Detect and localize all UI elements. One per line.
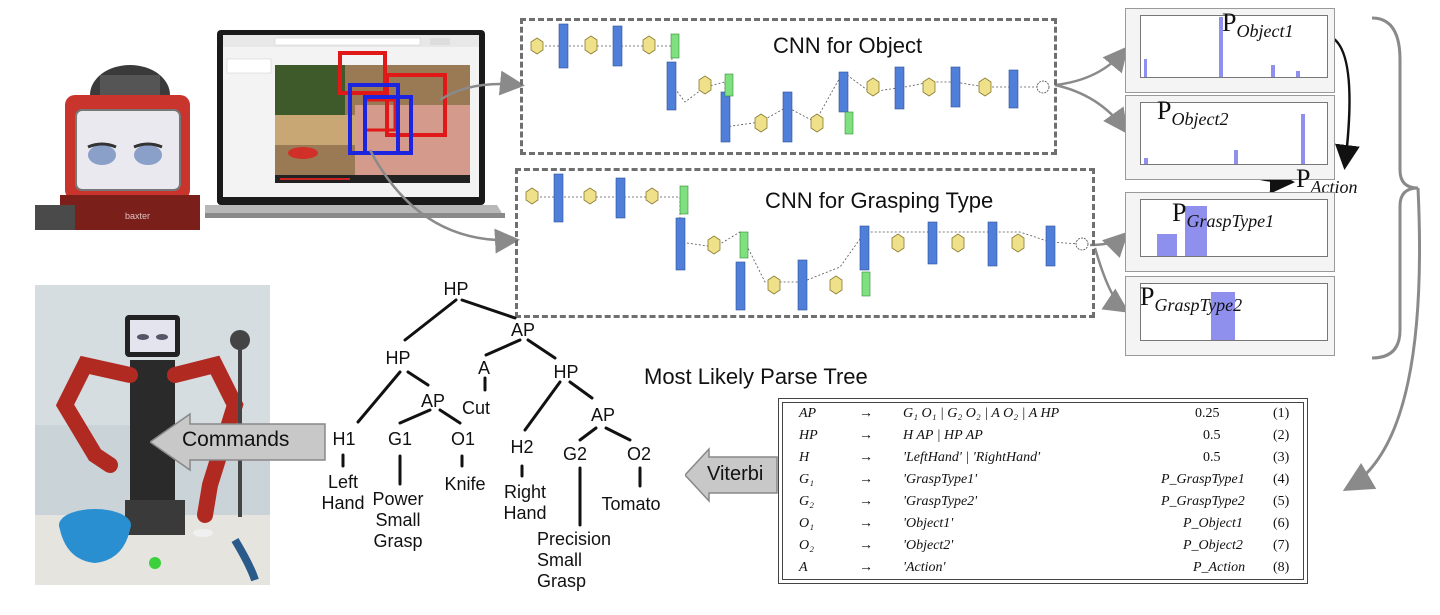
grammar-arrow: → (859, 472, 873, 487)
grammar-rhs: 'GraspType1' (903, 472, 978, 487)
tree-node-hp-root: HP (443, 279, 469, 299)
prob-label-object2: PObject2 (1157, 96, 1229, 130)
prob-panel-grasptype2 (1125, 276, 1335, 356)
grammar-rhs: 'GraspType2' (903, 494, 978, 509)
prob-label-grasptype2: PGraspType2 (1140, 282, 1243, 316)
grammar-rhs: H AP | HP AP (903, 428, 983, 443)
grammar-rhs: 'LeftHand' | 'RightHand' (903, 450, 1041, 465)
prob-panel-object1 (1125, 8, 1335, 93)
grammar-row: G₁ → 'GraspType1' P_GraspType1 (4) (783, 469, 1303, 491)
grammar-lhs: O₁ (799, 516, 814, 531)
tree-leaf-precision-small-grasp: Precision Small Grasp (537, 529, 612, 591)
grammar-rhs: G₁ O₁ | G₂ O₂ | A O₂ | A HP (903, 406, 1060, 421)
tree-node-ap-left: AP (420, 391, 445, 411)
tree-leaf-right-hand: Right Hand (503, 482, 547, 523)
prob-label-object1: PObject1 (1222, 8, 1294, 42)
cnn-grasp-graph (525, 173, 1089, 311)
commands-label: Commands (182, 428, 290, 451)
prob-panel-grasptype1 (1125, 192, 1335, 272)
grammar-arrow: → (859, 450, 873, 465)
tree-node-o2: O2 (626, 444, 651, 464)
grammar-eq-num: (8) (1273, 560, 1290, 575)
grammar-lhs: AP (799, 406, 817, 421)
tree-leaf-tomato: Tomato (601, 494, 661, 514)
grammar-prob: P_GraspType2 (1161, 494, 1245, 509)
grammar-arrow: → (859, 406, 873, 421)
tree-node-g1: G1 (387, 429, 412, 449)
viterbi-arrow (685, 447, 778, 503)
grammar-rhs: 'Action' (903, 560, 946, 575)
grammar-arrow: → (859, 516, 873, 531)
grammar-eq-num: (3) (1273, 450, 1290, 465)
tree-node-ap-right: AP (590, 405, 615, 425)
grammar-row: HP → H AP | HP AP 0.5 (2) (783, 425, 1303, 447)
prob-label-grasptype1: PGraspType1 (1172, 198, 1275, 232)
grammar-eq-num: (2) (1273, 428, 1290, 443)
grammar-row: G₂ → 'GraspType2' P_GraspType2 (5) (783, 491, 1303, 513)
grammar-eq-num: (7) (1273, 538, 1290, 553)
grammar-eq-num: (1) (1273, 406, 1290, 421)
tree-node-ap: AP (510, 320, 535, 340)
tree-node-cut: Cut (461, 398, 490, 418)
cnn-object-box (520, 18, 1057, 155)
tree-leaf-knife: Knife (444, 474, 486, 494)
grammar-row: A → 'Action' P_Action (8) (783, 557, 1303, 579)
robot-brand-label: baxter (125, 211, 150, 221)
grammar-row: O₁ → 'Object1' P_Object1 (6) (783, 513, 1303, 535)
grammar-prob: 0.5 (1203, 450, 1221, 465)
baxter-robot-illustration: baxter (30, 55, 205, 230)
tree-leaf-left-hand: Left Hand (321, 472, 365, 513)
grammar-table: AP → G₁ O₁ | G₂ O₂ | A O₂ | A HP 0.25 (1… (778, 398, 1308, 584)
tree-node-g2: G2 (562, 444, 587, 464)
grammar-prob: P_GraspType1 (1161, 472, 1245, 487)
grammar-lhs: A (799, 560, 808, 575)
grammar-rhs: 'Object1' (903, 516, 954, 531)
grammar-lhs: G₂ (799, 494, 814, 509)
commands-arrow (150, 412, 326, 472)
laptop-video-illustration (205, 30, 505, 218)
tree-node-a: A (477, 358, 490, 378)
grammar-arrow: → (859, 494, 873, 509)
tree-leaf-power-small-grasp: Power Small Grasp (372, 489, 424, 551)
grammar-prob: P_Action (1193, 560, 1246, 575)
grammar-lhs: H (799, 450, 810, 465)
cnn-object-graph (530, 23, 1050, 143)
tree-node-o1: O1 (450, 429, 475, 449)
tree-node-hp-left: HP (385, 348, 411, 368)
tree-node-hp-right: HP (553, 362, 579, 382)
grammar-arrow: → (859, 428, 873, 443)
grammar-eq-num: (4) (1273, 472, 1290, 487)
grammar-row: AP → G₁ O₁ | G₂ O₂ | A O₂ | A HP 0.25 (1… (783, 403, 1303, 425)
grammar-row: O₂ → 'Object2' P_Object2 (7) (783, 535, 1303, 557)
cnn-object-title: CNN for Object (773, 33, 923, 58)
grammar-lhs: O₂ (799, 538, 814, 553)
parse-tree-title: Most Likely Parse Tree (644, 364, 868, 389)
grammar-row: H → 'LeftHand' | 'RightHand' 0.5 (3) (783, 447, 1303, 469)
grammar-lhs: G₁ (799, 472, 814, 487)
grammar-eq-num: (5) (1273, 494, 1290, 509)
tree-node-h2: H2 (510, 437, 534, 457)
grammar-eq-num: (6) (1273, 516, 1290, 531)
grammar-prob: P_Object2 (1183, 538, 1243, 553)
cnn-grasp-box (515, 168, 1095, 318)
grammar-rhs: 'Object2' (903, 538, 954, 553)
prob-panel-object2 (1125, 95, 1335, 180)
grammar-prob: 0.5 (1203, 428, 1221, 443)
grammar-prob: 0.25 (1195, 406, 1220, 421)
viterbi-label: Viterbi (707, 463, 764, 485)
grammar-arrow: → (859, 538, 873, 553)
tree-node-h1: H1 (332, 429, 356, 449)
grammar-lhs: HP (799, 428, 818, 443)
cnn-grasp-title: CNN for Grasping Type (765, 188, 994, 213)
grammar-prob: P_Object1 (1183, 516, 1243, 531)
grammar-arrow: → (859, 560, 873, 575)
